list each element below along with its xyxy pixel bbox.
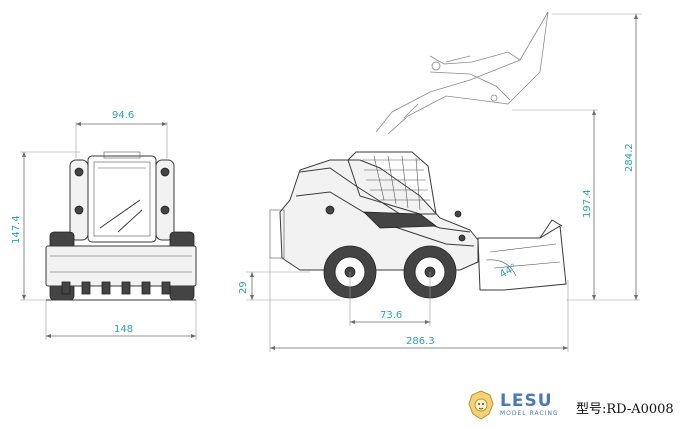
lion-head-icon — [468, 390, 494, 420]
front-view: 94.6 147.4 148 — [11, 110, 197, 340]
brand-name: LESU — [500, 391, 553, 411]
raised-bucket-ghost — [375, 11, 549, 135]
model-label: 型号:RD-A0008 — [576, 402, 674, 417]
dim-side-ground-clearance: 29 — [238, 281, 249, 294]
side-view: 44° 29 73.6 286.3 197.4 2 — [238, 11, 642, 352]
dim-side-max-height: 284.2 — [624, 143, 635, 172]
dim-side-total-length: 286.3 — [406, 336, 435, 347]
front-lift-arms — [69, 159, 175, 241]
dim-side-wheelbase: 73.6 — [380, 310, 402, 321]
brand-subtitle: MODEL RACING — [500, 410, 559, 417]
front-bucket — [45, 245, 197, 301]
dim-side-working-height: 197.4 — [582, 189, 593, 218]
brand-logo: LESU MODEL RACING — [468, 390, 559, 420]
dim-front-top-width: 94.6 — [112, 110, 134, 121]
front-cab — [87, 151, 157, 243]
dim-front-bottom-width: 148 — [114, 324, 133, 335]
cab-mesh — [362, 155, 430, 211]
dim-side-angle: 44° — [498, 262, 519, 280]
dim-front-height: 147.4 — [11, 215, 22, 244]
side-bucket: 44° — [477, 219, 567, 291]
